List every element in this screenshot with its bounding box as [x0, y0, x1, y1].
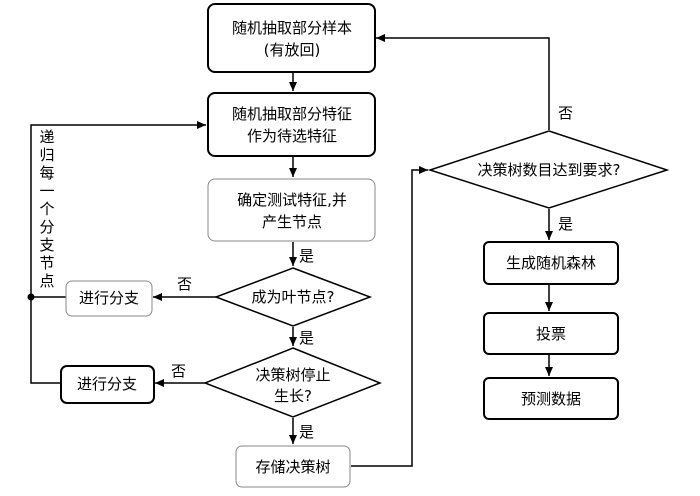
- node-sample: 随机抽取部分样本 (有放回): [207, 3, 376, 73]
- node-test-line2: 产生节点: [262, 213, 322, 231]
- arrow-store-to-count: [351, 166, 428, 467]
- node-stop-decision-line1: 决策树停止: [255, 366, 330, 384]
- arrow-count-no-to-sample: [376, 34, 550, 130]
- recursive-char: 一: [39, 182, 54, 200]
- arrow-recursive-loop: [30, 121, 206, 384]
- node-sample-line2: (有放回): [264, 41, 321, 59]
- node-branch1-text: 进行分支: [79, 289, 139, 307]
- junction-dot: [27, 293, 35, 301]
- node-sample-line1: 随机抽取部分样本: [232, 19, 352, 37]
- node-leaf-decision-text: 成为叶节点?: [252, 288, 335, 306]
- recursive-char: 节: [39, 254, 54, 272]
- recursive-char: 每: [39, 164, 54, 182]
- node-feature: 随机抽取部分特征 作为待选特征: [207, 92, 376, 157]
- label-count-yes: 是: [558, 215, 573, 233]
- node-feature-line1: 随机抽取部分特征: [232, 105, 352, 123]
- label-stop-no: 否: [171, 362, 186, 380]
- node-stop-decision-line2: 生长?: [274, 387, 312, 405]
- label-leaf-no: 否: [177, 275, 192, 293]
- node-branch1: 进行分支: [65, 280, 153, 317]
- node-branch2-text: 进行分支: [77, 375, 137, 393]
- node-feature-line2: 作为待选特征: [247, 127, 337, 145]
- node-predict: 预测数据: [483, 377, 619, 420]
- node-stop-decision: 决策树停止 生长?: [202, 347, 383, 418]
- node-leaf-decision: 成为叶节点?: [213, 267, 373, 327]
- recursive-char: 点: [39, 272, 54, 290]
- label-count-no: 否: [558, 104, 573, 122]
- label-stop-yes: 是: [299, 329, 314, 347]
- node-store-text: 存储决策树: [255, 458, 330, 476]
- recursive-char: 归: [39, 146, 54, 164]
- recursive-char: 分: [39, 218, 54, 236]
- node-vote-text: 投票: [536, 325, 566, 343]
- node-forest-text: 生成随机森林: [506, 254, 596, 272]
- node-test: 确定测试特征,并 产生节点: [207, 178, 376, 242]
- node-branch2: 进行分支: [60, 365, 155, 404]
- label-store-yes: 是: [299, 423, 314, 441]
- recursive-char: 递: [39, 128, 54, 146]
- label-recursive-each-branch: 递 归 每 一 个 分 支 节 点: [39, 128, 54, 290]
- node-count-decision: 决策树数目达到要求?: [427, 130, 670, 209]
- node-store: 存储决策树: [235, 445, 351, 488]
- node-forest: 生成随机森林: [483, 241, 619, 285]
- node-vote: 投票: [483, 312, 619, 355]
- recursive-char: 支: [39, 236, 54, 254]
- recursive-char: 个: [39, 200, 54, 218]
- node-predict-text: 预测数据: [521, 390, 581, 408]
- label-leaf-yes: 是: [299, 247, 314, 265]
- node-count-decision-text: 决策树数目达到要求?: [478, 161, 621, 179]
- node-test-line1: 确定测试特征,并: [237, 191, 347, 209]
